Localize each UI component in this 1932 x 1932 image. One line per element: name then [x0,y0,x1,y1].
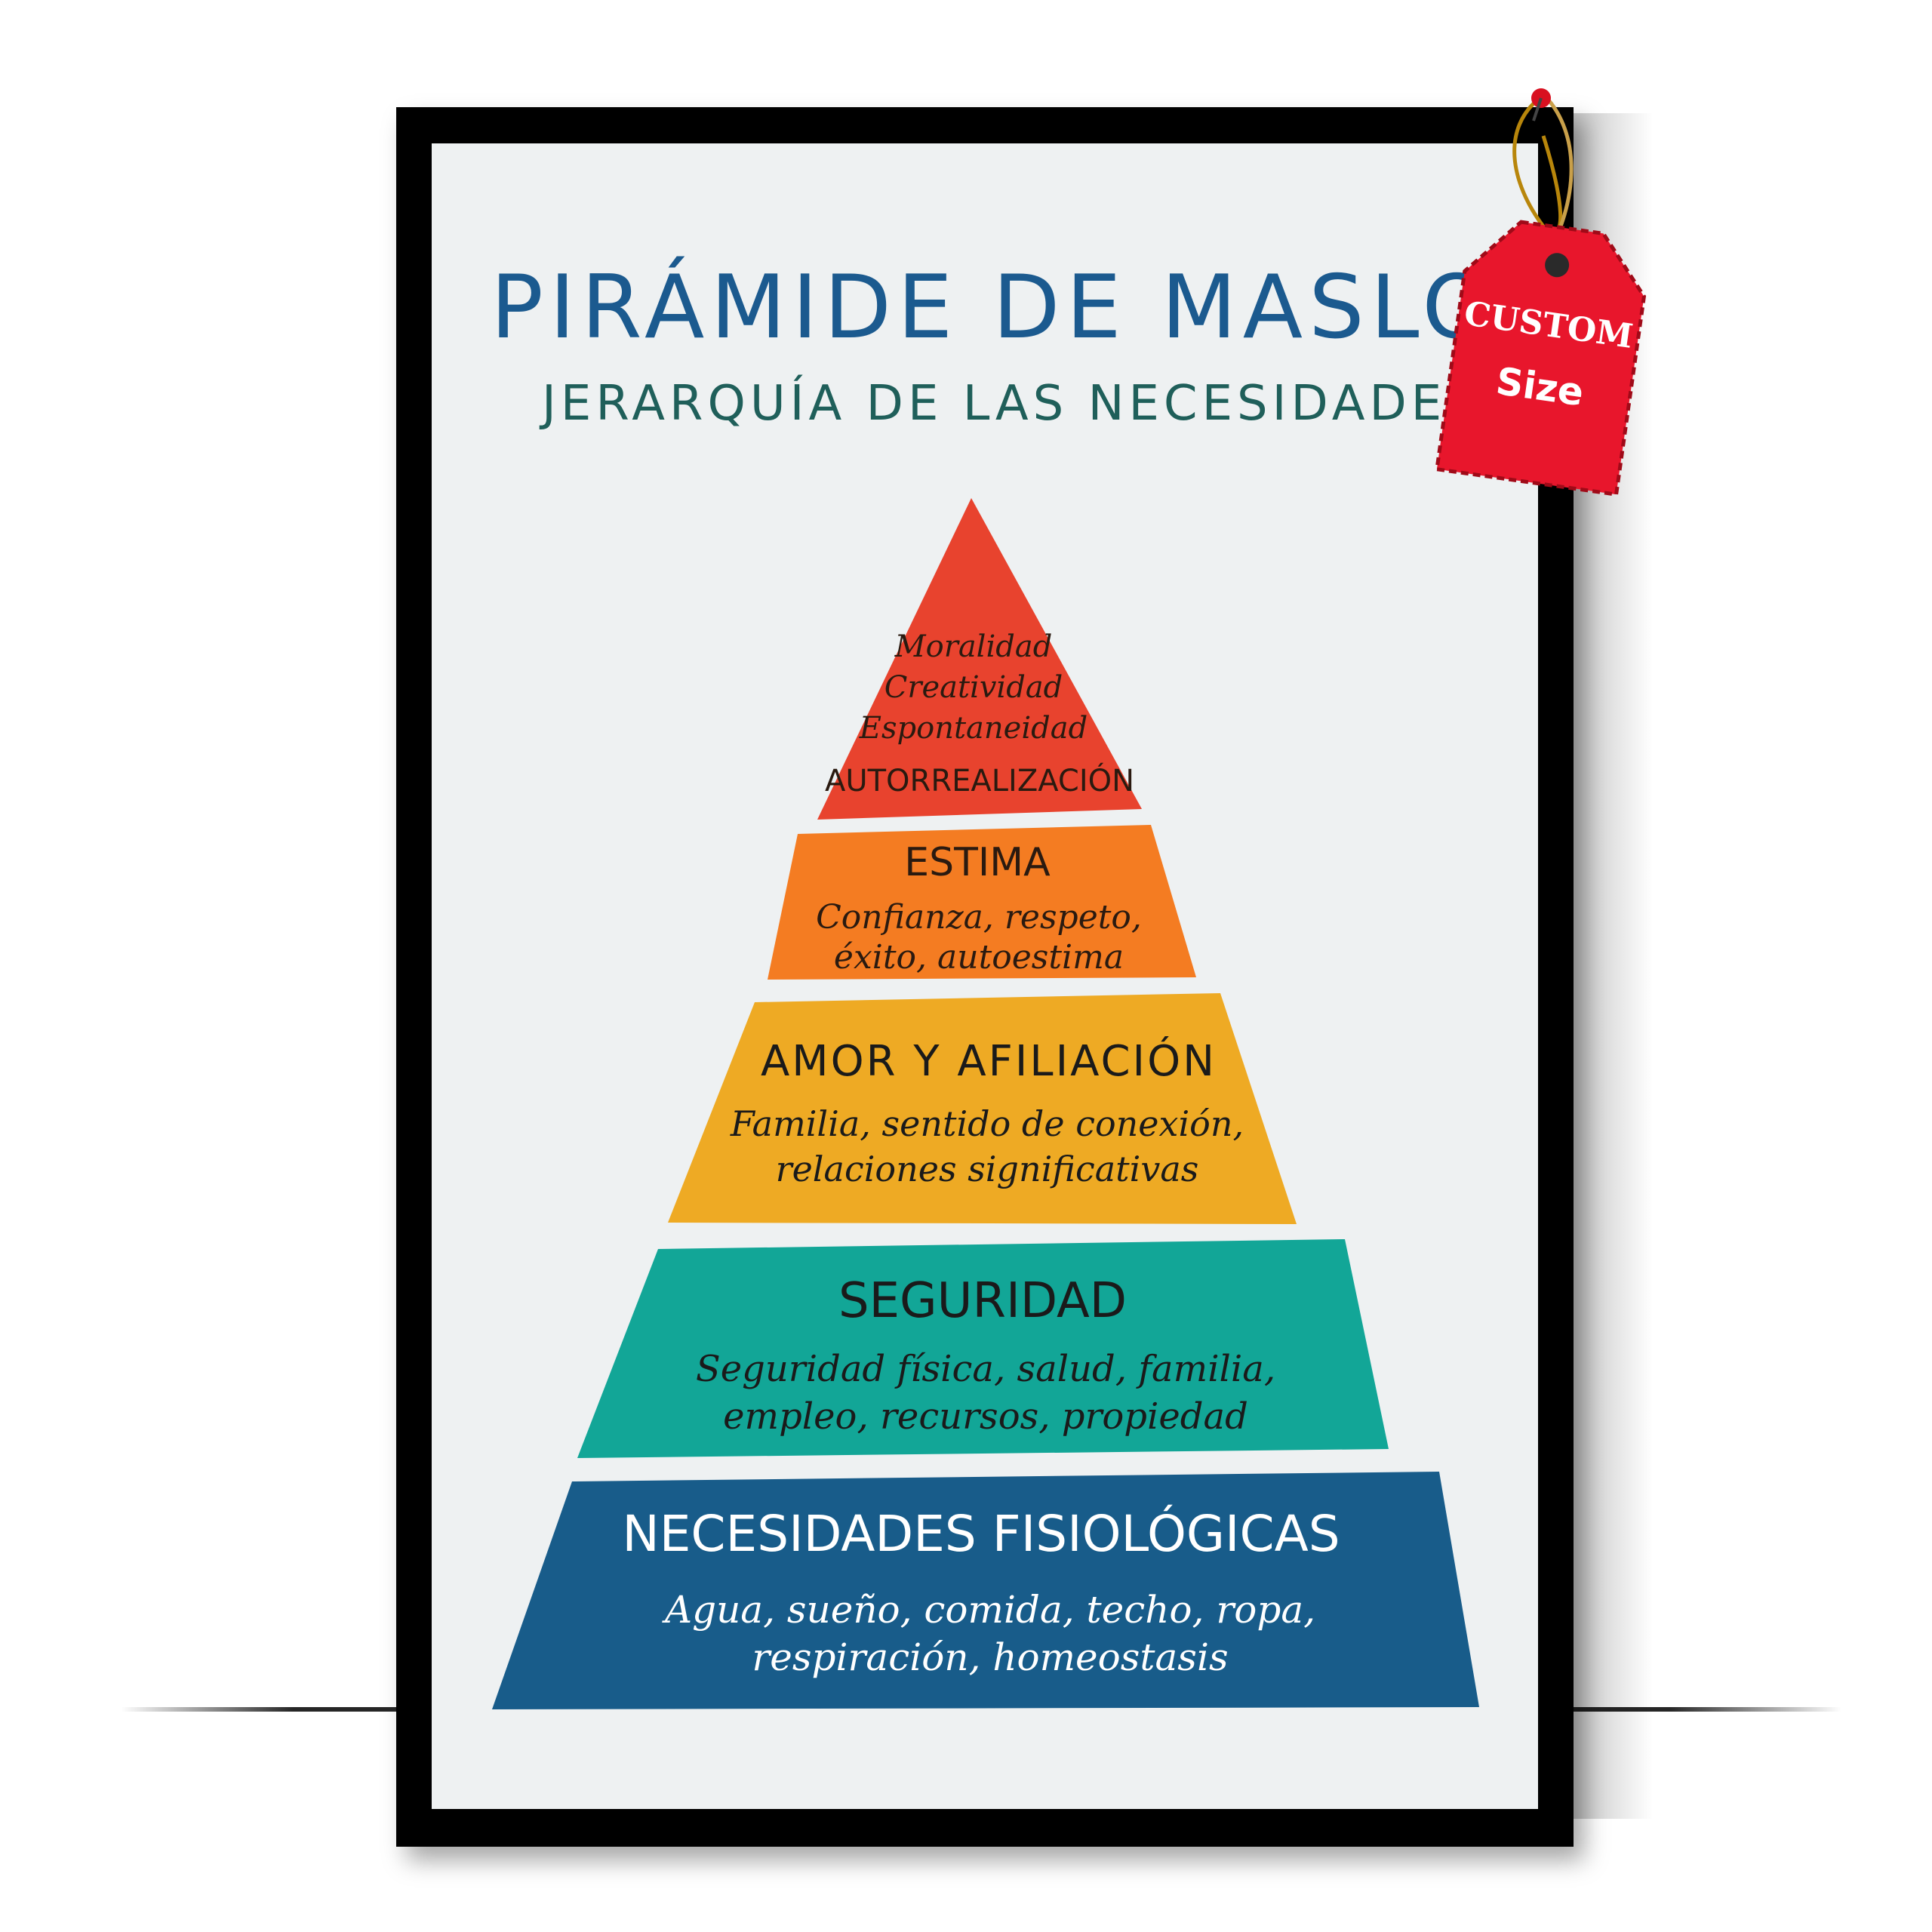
tag-hole [1545,253,1570,278]
level-fisiologicas-shape [492,1472,1479,1709]
level-amor: AMOR Y AFILIACIÓN Familia, sentido de co… [730,1037,1244,1189]
level-desc-amor-line1: Familia, sentido de conexión, [730,1103,1244,1144]
level-heading-estima: ESTIMA [904,840,1051,885]
tag-string [1512,97,1563,234]
level-desc-fisiologicas-line2: respiración, homeostasis [752,1635,1228,1679]
pin-needle [1532,97,1543,122]
level-autorrealizacion-shape [817,498,1142,820]
level-desc-seguridad-line1: Seguridad física, salud, familia, [696,1348,1275,1390]
level-estima: ESTIMA Confianza, respeto, éxito, autoes… [816,840,1142,977]
poster-title: PIRÁMIDE DE MASLOW [491,257,1590,358]
level-desc-amor-line2: relaciones significativas [776,1149,1199,1189]
level-desc-estima-line2: éxito, autoestima [834,938,1124,977]
level-desc-fisiologicas-line1: Agua, sueño, comida, techo, ropa, [662,1588,1315,1632]
level-fisiologicas: NECESIDADES FISIOLÓGICAS Agua, sueño, co… [622,1505,1340,1679]
level-item-moralidad: Moralidad [894,629,1053,664]
level-heading-seguridad: SEGURIDAD [838,1273,1127,1329]
level-item-creatividad: Creatividad [884,670,1063,705]
level-heading-fisiologicas: NECESIDADES FISIOLÓGICAS [622,1505,1340,1563]
level-seguridad: SEGURIDAD Seguridad física, salud, famil… [696,1273,1275,1438]
level-estima-shape [768,825,1196,980]
poster-subtitle: JERARQUÍA DE LAS NECESIDADES [542,376,1481,432]
level-desc-estima-line1: Confianza, respeto, [816,898,1142,937]
level-amor-shape [668,993,1297,1224]
level-item-espontaneidad: Espontaneidad [859,711,1088,746]
level-desc-seguridad-line2: empleo, recursos, propiedad [723,1395,1248,1438]
level-heading-autorrealizacion: AUTORREALIZACIÓN [825,762,1134,798]
tag-body: CUSTOM Size [1435,220,1647,497]
level-heading-amor: AMOR Y AFILIACIÓN [761,1037,1217,1086]
level-seguridad-shape [577,1239,1389,1458]
level-autorrealizacion: Moralidad Creatividad Espontaneidad AUTO… [825,629,1134,798]
